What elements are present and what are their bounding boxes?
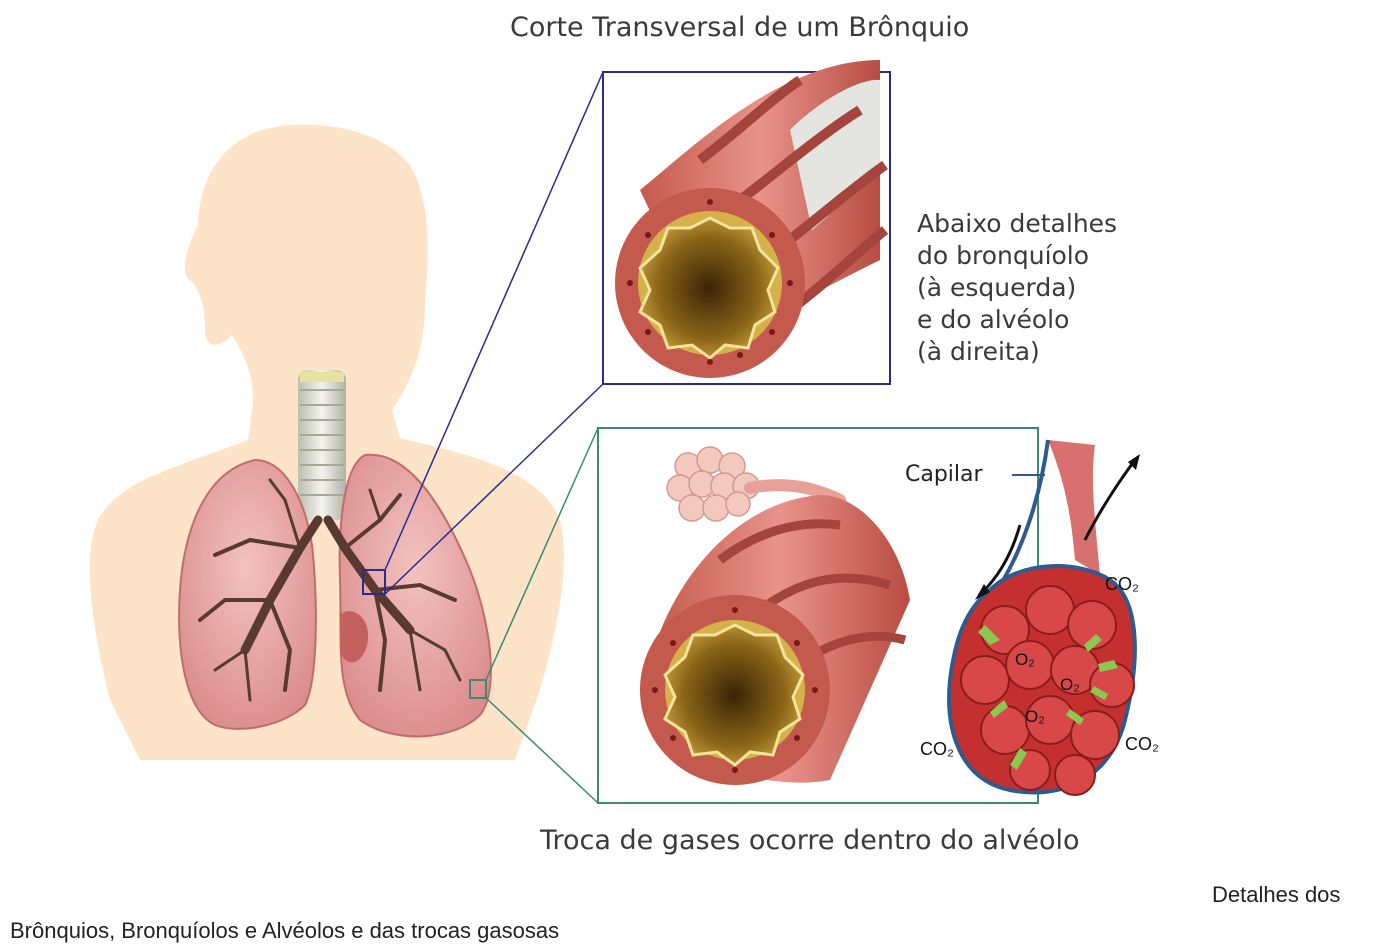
label-o2-a: O₂ — [1015, 650, 1035, 669]
caption-line-2: Brônquios, Bronquíolos e Alvéolos e das … — [10, 918, 559, 944]
side-note-line-4: e do alvéolo — [917, 304, 1117, 336]
label-o2-b: O₂ — [1060, 675, 1080, 694]
label-co2-right: CO₂ — [1125, 734, 1159, 754]
label-o2-c: O₂ — [1025, 707, 1045, 726]
side-note-line-2: do bronquíolo — [917, 240, 1117, 272]
caption-line-1: Detalhes dos — [1212, 882, 1340, 908]
label-co2-left: CO₂ — [920, 739, 954, 759]
side-note-line-3: (à esquerda) — [917, 272, 1117, 304]
side-note-line-1: Abaixo detalhes — [917, 208, 1117, 240]
label-co2-top: CO₂ — [1105, 574, 1139, 594]
capillary-label: Capilar — [905, 462, 983, 487]
figure-title: Corte Transversal de um Brônquio — [510, 12, 969, 43]
side-note: Abaixo detalhes do bronquíolo (à esquerd… — [917, 208, 1117, 368]
side-note-line-5: (à direita) — [917, 336, 1117, 368]
trachea — [298, 370, 346, 520]
bottom-label: Troca de gases ocorre dentro do alvéolo — [540, 825, 1080, 856]
respiratory-diagram: CO₂ CO₂ CO₂ O₂ O₂ O₂ — [0, 0, 1380, 900]
